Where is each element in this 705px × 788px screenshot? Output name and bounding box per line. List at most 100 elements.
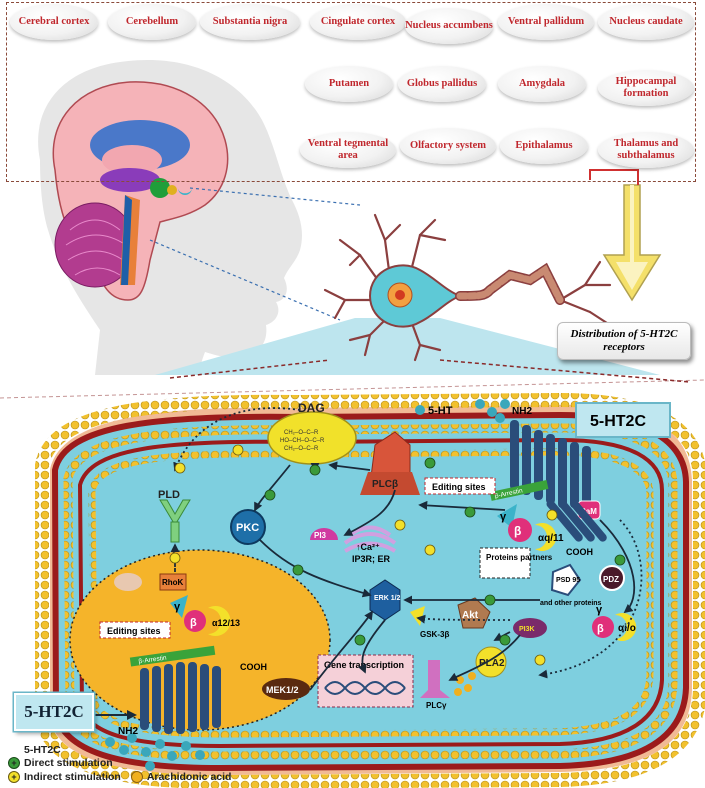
receptor-icon — [178, 188, 192, 195]
pi3-node: PI3 — [310, 528, 338, 540]
receptor-badge-bottom: 5-HT2C — [14, 693, 94, 731]
svg-text:HO–CH–O–C–R: HO–CH–O–C–R — [280, 438, 325, 444]
pld-label: PLD — [158, 489, 180, 501]
brain-neuron-illustration — [38, 59, 662, 375]
erk-label: ERK 1/2 — [374, 595, 401, 602]
legend-arachidonic-label: Arachidonic acid — [146, 771, 232, 783]
ip3r-label: IP3R; ER — [352, 554, 391, 564]
beta-arrestin-label-left: β-Arrestin — [138, 654, 167, 665]
cam-label: CaM — [580, 507, 597, 516]
dag-label: DAG — [298, 401, 325, 415]
mek-label: MEK1/2 — [266, 685, 299, 695]
receptor-legend-icon — [9, 747, 19, 752]
neuron — [320, 208, 612, 362]
pkc-node: PKC — [230, 509, 266, 545]
plcb-label: PLCβ — [372, 479, 398, 490]
stimulation-markers — [169, 444, 626, 666]
region-pill: Hippocampal formation — [598, 70, 694, 106]
psd95-label: PSD 95 — [556, 577, 580, 584]
region-pill: Substantia nigra — [200, 4, 300, 40]
plcy-node: PLCγ — [420, 660, 450, 710]
region-pill: Globus pallidus — [398, 66, 486, 102]
g1213-protein: γ β α12/13 — [170, 595, 240, 636]
beta-arrestin-bar-top — [489, 480, 549, 501]
regions-box — [6, 2, 696, 182]
region-pill: Nucleus accumbens — [405, 8, 493, 44]
five-ht-label: 5-HT — [428, 405, 453, 417]
region-pill: Ventral tegmental area — [300, 132, 396, 168]
mek-node: MEK1/2 — [262, 678, 310, 700]
svg-text:CH₂–O–C–R: CH₂–O–C–R — [284, 430, 319, 436]
distribution-arrow — [602, 184, 662, 302]
proteins-partners-label: Proteins partners — [486, 553, 553, 562]
alpha-1213-label: α12/13 — [212, 618, 240, 628]
beta-label-left: β — [190, 617, 197, 629]
editing-sites-left: Editing sites — [99, 621, 171, 639]
pla2-label: PLA2 — [479, 658, 505, 669]
receptor-left — [140, 662, 221, 734]
indirect-stimulation-icon: + — [8, 771, 20, 783]
beta-label-top: β — [514, 524, 521, 538]
gio-protein: γ β αi/o — [592, 604, 637, 642]
legend-direct-label: Direct stimulation — [24, 757, 113, 769]
psd95-node: PSD 95 and other proteins — [540, 563, 602, 607]
pi3k-node: PI3K — [513, 618, 547, 638]
cooh-label-left: COOH — [240, 662, 267, 672]
plcy-label: PLCγ — [426, 701, 447, 710]
dag-node: DAG CH₂–O–C–R HO–CH–O–C–R CH₂–O–C–R — [267, 401, 357, 465]
receptor-top — [510, 420, 591, 508]
beta-label-right: β — [597, 623, 604, 635]
alpha-io-label: αi/o — [618, 623, 636, 634]
legend-indirect-label: Indirect stimulation — [24, 771, 121, 783]
legend-direct: + Direct stimulation — [8, 757, 113, 769]
region-pill: Nucleus caudate — [598, 4, 694, 40]
pdz-node: PDZ — [599, 565, 625, 591]
rhok-node: RhoK — [114, 573, 187, 591]
rhok-label: RhoK — [162, 578, 184, 587]
thalamus-shape — [100, 168, 160, 192]
region-pill: Ventral pallidum — [498, 4, 594, 40]
region-pill: Putamen — [305, 66, 393, 102]
proteins-partners-box: Proteins partners — [479, 547, 553, 579]
other-proteins-label: and other proteins — [540, 600, 602, 607]
ligand-cluster-top: 5-HT NH2 — [415, 399, 532, 423]
editing-sites-top-label: Editing sites — [432, 482, 486, 492]
region-pill: Cerebral cortex — [10, 4, 98, 40]
pi3-label: PI3 — [314, 531, 327, 540]
region-pill: Amygdala — [498, 66, 586, 102]
nh2-label-bottom: NH2 — [118, 726, 138, 737]
region-pill: Cerebellum — [108, 4, 196, 40]
svg-text:CH₂–O–C–R: CH₂–O–C–R — [284, 446, 319, 452]
receptor-badge-top-label: 5-HT2C — [590, 413, 646, 430]
receptor-right — [546, 499, 607, 542]
pld-node: PLD — [158, 489, 191, 543]
region-pill: Epithalamus — [500, 128, 588, 164]
akt-label: Akt — [462, 610, 479, 621]
gamma-label-left: γ — [174, 601, 181, 613]
erk-node: ERK 1/2 — [369, 579, 401, 621]
legend-receptor-label: 5-HT2C — [24, 744, 61, 756]
plcb-node: PLCβ — [360, 431, 420, 495]
gsk-label: GSK-3β — [420, 630, 449, 639]
pkc-label: PKC — [236, 522, 259, 534]
editing-sites-top: Editing sites — [424, 477, 496, 495]
pi3k-label: PI3K — [519, 626, 535, 633]
projection-cone — [155, 318, 660, 375]
region-pill: Cingulate cortex — [310, 4, 406, 40]
er-node: ↑Ca²⁺ IP3R; ER — [343, 525, 397, 564]
receptor-badge-top: 5-HT2C — [575, 402, 671, 438]
editing-sites-left-label: Editing sites — [107, 626, 161, 636]
arachidonic-acid-icon — [130, 771, 143, 783]
gamma-label-top: γ — [500, 511, 507, 523]
region-pill: Thalamus and subthalamus — [598, 132, 694, 168]
nh2-label: NH2 — [512, 406, 532, 417]
direct-stimulation-icon: + — [8, 757, 20, 769]
distribution-label: Distribution of 5-HT2C receptors — [557, 322, 691, 360]
ca-label: ↑Ca²⁺ — [356, 542, 380, 552]
gq-protein: γ β αq/11 COOH — [497, 504, 593, 557]
cooh-label-top: COOH — [566, 547, 593, 557]
beta-arrestin-bar-left — [129, 645, 216, 667]
basal-ganglia-shape — [150, 178, 170, 198]
region-pill: Olfactory system — [400, 128, 496, 164]
